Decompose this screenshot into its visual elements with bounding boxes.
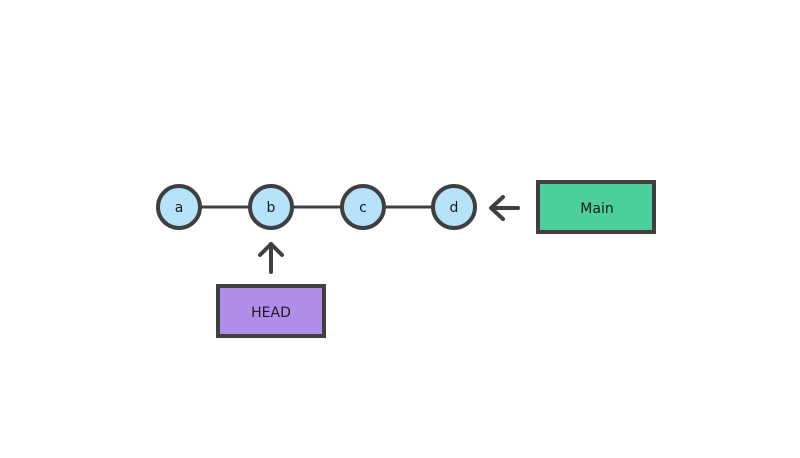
commit-c: c xyxy=(340,184,386,230)
commit-node xyxy=(248,184,294,230)
commit-b: b xyxy=(248,184,294,230)
commit-label: d xyxy=(450,200,459,216)
branch-main: Main xyxy=(536,180,656,234)
commit-label: b xyxy=(267,200,276,216)
commit-a: a xyxy=(156,184,202,230)
branch-label: Main xyxy=(580,201,613,217)
branch-box xyxy=(536,180,656,234)
commit-node xyxy=(431,184,477,230)
commit-label: a xyxy=(175,200,184,216)
commit-label: c xyxy=(359,200,367,216)
head-pointer: HEAD xyxy=(216,284,326,338)
commit-node xyxy=(156,184,202,230)
head-label: HEAD xyxy=(251,305,291,321)
arrow-up-icon xyxy=(258,242,284,274)
commit-node xyxy=(340,184,386,230)
commit-d: d xyxy=(431,184,477,230)
arrow-left-icon xyxy=(489,195,520,221)
head-box xyxy=(216,284,326,338)
